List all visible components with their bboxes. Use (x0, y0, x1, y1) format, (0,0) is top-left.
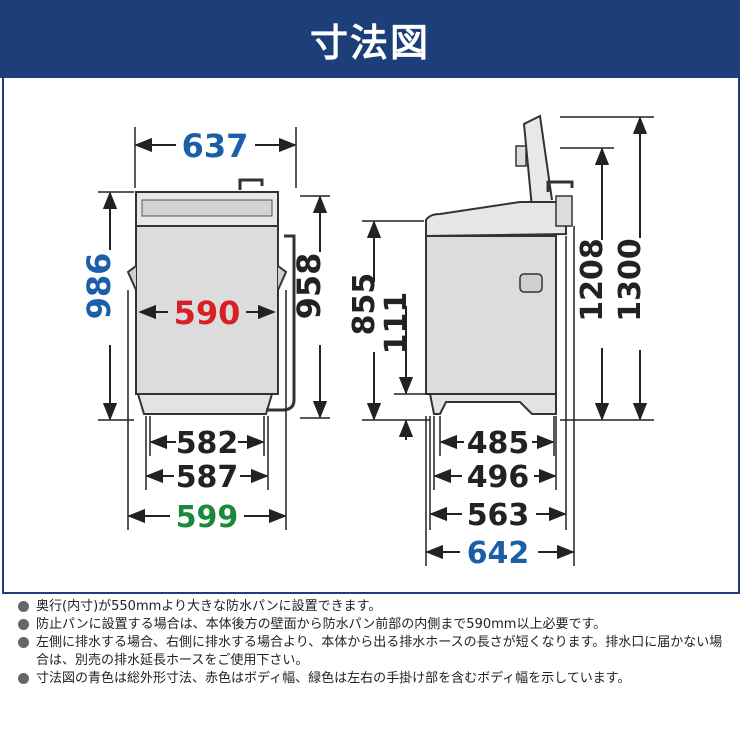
bullet-icon (18, 673, 29, 684)
lid-handle (515, 145, 527, 167)
dim-body-width-590: 590 (174, 294, 241, 332)
front-control-panel (141, 199, 273, 217)
note-item: 左側に排水する場合、右側に排水する場合より、本体から出る排水ホースの長さが短くな… (18, 634, 730, 670)
left-handle (126, 265, 137, 291)
side-faucet-icon (546, 180, 574, 192)
dim-depth-496: 496 (467, 460, 530, 495)
dim-587: 587 (176, 460, 239, 495)
dim-height-958: 958 (290, 253, 328, 320)
note-item: 寸法図の青色は総外形寸法、赤色はボディ幅、緑色は左右の手掛け部を含むボディ幅を示… (18, 670, 730, 688)
side-panel (519, 273, 543, 293)
diagram-frame (2, 78, 740, 594)
bullet-icon (18, 619, 29, 630)
dim-height-1300: 1300 (613, 238, 648, 322)
side-base (428, 393, 557, 415)
dim-height-855: 855 (347, 273, 382, 336)
dim-depth-563: 563 (467, 498, 530, 533)
front-dimensions: 637 986 590 958 582 587 599 (80, 127, 330, 535)
dim-height-986: 986 (80, 253, 118, 320)
front-view-washer (126, 178, 296, 415)
faucet-icon (238, 178, 264, 190)
side-top (425, 201, 567, 238)
note-item: 奥行(内寸)が550mmより大きな防水パンに設置できます。 (18, 598, 730, 616)
bullet-icon (18, 601, 29, 612)
front-base (136, 393, 274, 415)
dim-depth-485: 485 (467, 426, 530, 461)
page-title: 寸法図 (309, 20, 430, 65)
side-dimensions: 855 111 1208 1300 485 496 (347, 116, 654, 571)
header-bar: 寸法図 (0, 0, 740, 78)
notes-list: 奥行(内寸)が550mmより大きな防水パンに設置できます。 防止パンに設置する場… (18, 598, 730, 688)
dim-height-1208: 1208 (575, 238, 610, 322)
dim-599: 599 (176, 500, 239, 535)
dim-width-637: 637 (182, 127, 249, 165)
side-view-washer (425, 114, 574, 415)
dim-582: 582 (176, 426, 239, 461)
side-body (425, 235, 557, 395)
dim-depth-642: 642 (467, 536, 530, 571)
drain-hose (266, 234, 296, 412)
front-body (135, 225, 279, 395)
open-lid (522, 114, 553, 209)
right-handle (277, 265, 288, 291)
dimension-diagram: 637 986 590 958 582 587 599 (80, 114, 654, 571)
side-rear-box (555, 195, 573, 227)
note-item: 防止パンに設置する場合は、本体後方の壁面から防水パン前部の内側まで590mm以上… (18, 616, 730, 634)
bullet-icon (18, 637, 29, 648)
dim-height-111: 111 (379, 292, 414, 355)
